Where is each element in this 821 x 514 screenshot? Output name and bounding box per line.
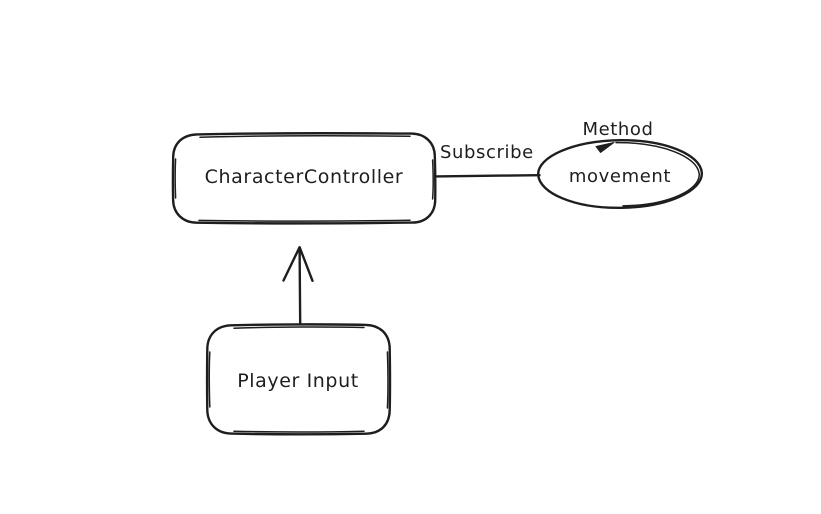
player-input-label: Player Input xyxy=(237,370,359,392)
character-controller-outline-secondary xyxy=(174,135,434,222)
player-input-outline xyxy=(205,323,392,436)
character-controller-label: CharacterController xyxy=(205,166,404,188)
edge-player-input-shaft xyxy=(298,248,302,326)
movement-fill xyxy=(538,140,702,208)
player-input-outline-secondary xyxy=(208,326,389,433)
movement-outline-secondary xyxy=(615,141,700,207)
edge-player-input-arrowhead-icon xyxy=(282,246,314,282)
edge-subscribe[interactable]: Subscribe xyxy=(434,142,541,178)
character-controller-fill xyxy=(173,133,436,223)
node-player-input[interactable]: Player Input xyxy=(205,323,392,436)
edge-player-input-arrow[interactable] xyxy=(282,246,314,326)
player-input-fill xyxy=(207,324,390,434)
movement-outline xyxy=(536,138,704,210)
method-arrowhead-icon xyxy=(595,142,615,153)
edge-subscribe-line xyxy=(434,174,541,178)
annotation-method-label: Method xyxy=(582,119,653,140)
node-movement[interactable]: movement xyxy=(536,138,704,210)
movement-label: movement xyxy=(569,166,671,187)
character-controller-outline xyxy=(171,132,437,225)
annotation-method[interactable]: Method xyxy=(582,119,653,153)
node-character-controller[interactable]: CharacterController xyxy=(171,132,437,225)
edge-subscribe-label: Subscribe xyxy=(440,142,534,163)
